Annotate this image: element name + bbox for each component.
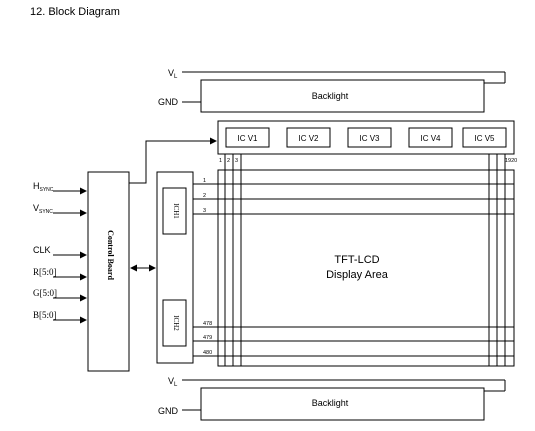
gnd-label-bottom: GND — [158, 406, 179, 416]
row-driver-group: ICH1 ICH2 — [156, 171, 194, 364]
column-label: 2 — [227, 158, 230, 164]
display-subtitle: Display Area — [326, 269, 389, 281]
icv-label: IC V2 — [298, 134, 319, 143]
row-label: 480 — [203, 350, 212, 356]
backlight-bottom: VL GND Backlight — [158, 376, 506, 421]
signal-label: VSYNC — [33, 203, 53, 215]
icv-box — [225, 127, 270, 148]
ich2-box — [162, 299, 187, 347]
signal-label: G[5:0] — [33, 288, 57, 298]
display-panel — [217, 169, 515, 367]
backlight-label-bottom: Backlight — [312, 398, 349, 408]
diagram-title: 12. Block Diagram — [30, 6, 120, 18]
row-label: 479 — [203, 335, 212, 341]
icv-box — [347, 127, 392, 148]
signal-label: HSYNC — [33, 181, 54, 193]
vl-label-bottom: VL — [168, 376, 178, 388]
row-label: 2 — [203, 193, 206, 199]
row-label: 478 — [203, 321, 212, 327]
backlight-box-top — [200, 79, 485, 113]
ich1-label: ICH1 — [172, 203, 180, 219]
row-label: 3 — [203, 208, 206, 214]
signal-inputs: HSYNC VSYNC CLK R[5:0] G[5:0] B[5:0] — [33, 181, 87, 324]
signal-label: R[5:0] — [33, 267, 57, 277]
column-label: 3 — [235, 158, 238, 164]
icv-box — [462, 127, 507, 148]
icv-label: IC V3 — [359, 134, 380, 143]
icv-label: IC V5 — [474, 134, 495, 143]
icv-box — [286, 127, 331, 148]
row-label: 1 — [203, 178, 206, 184]
control-board-label: Control Board — [106, 230, 115, 280]
signal-label: CLK — [33, 245, 51, 255]
display-grid-lines — [193, 154, 514, 366]
control-to-icv-arrow — [128, 137, 217, 184]
ich1-box — [162, 187, 187, 235]
row-labels: 1 2 3 478 479 480 — [203, 178, 212, 356]
backlight-box-bottom — [200, 387, 485, 421]
backlight-top: VL GND Backlight — [158, 68, 506, 113]
backlight-label-top: Backlight — [312, 91, 349, 101]
icv-box — [408, 127, 453, 148]
column-driver-group: IC V1 IC V2 IC V3 IC V4 IC V5 — [217, 120, 515, 155]
column-label: 1920 — [505, 158, 517, 164]
icv-label: IC V1 — [237, 134, 258, 143]
control-board-box — [87, 171, 130, 372]
icv-label: IC V4 — [420, 134, 441, 143]
ich2-label: ICH2 — [172, 315, 180, 331]
display-title: TFT-LCD — [334, 254, 379, 266]
vl-label-top: VL — [168, 68, 178, 80]
column-label: 1 — [219, 158, 222, 164]
gnd-label-top: GND — [158, 97, 179, 107]
signal-label: B[5:0] — [33, 310, 57, 320]
